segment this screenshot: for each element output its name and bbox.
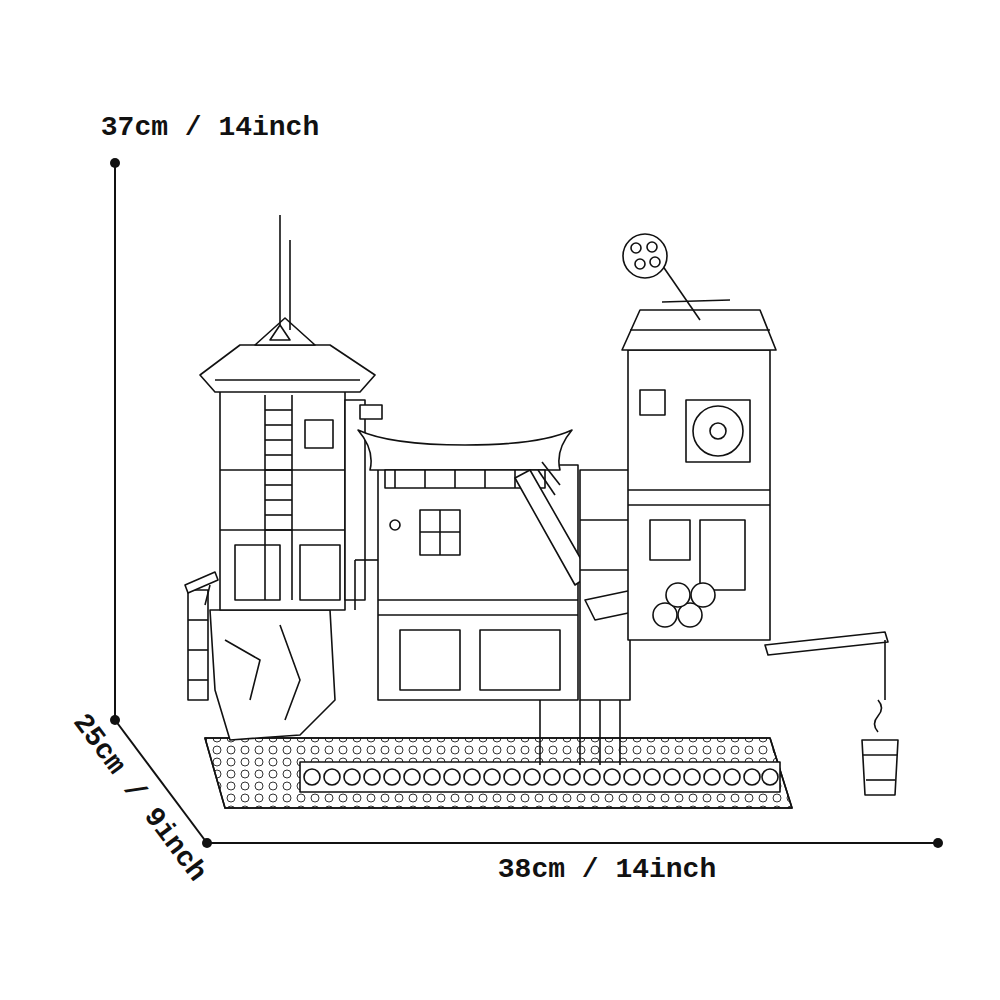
- dimension-label: 25cm / 9inch: [67, 709, 211, 887]
- dimension-dots: [110, 158, 943, 848]
- building-illustration: [185, 215, 898, 808]
- dimension-label: 38cm / 14inch: [498, 856, 716, 884]
- dimension-lines: [115, 163, 938, 843]
- dimension-label: 37cm / 14inch: [101, 114, 319, 142]
